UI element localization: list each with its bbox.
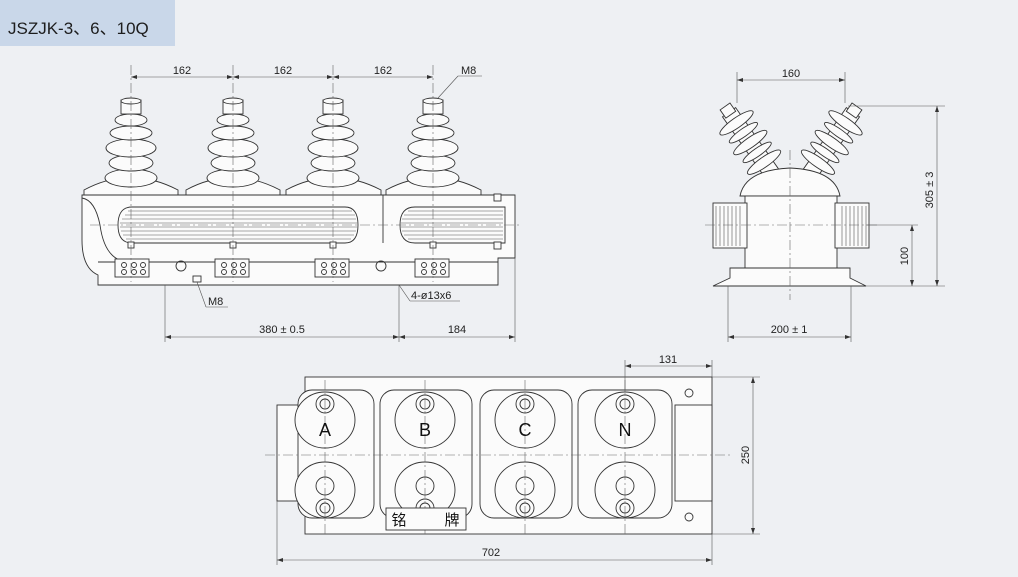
nameplate-char-1: 铭 bbox=[391, 511, 406, 529]
phase-label-n: N bbox=[619, 420, 632, 440]
dim-pitch-3: 162 bbox=[374, 65, 392, 77]
dim-base-right: 184 bbox=[448, 324, 466, 336]
top-dim-depth: 250 bbox=[740, 446, 752, 464]
title-banner: JSZJK-3、6、10Q bbox=[0, 0, 175, 46]
dim-pitch-2: 162 bbox=[274, 65, 292, 77]
top-dim-offset: 131 bbox=[659, 354, 677, 366]
front-view: 162 162 162 M8 M8 4-ø13x6 380 ± 0.5 184 bbox=[81, 65, 520, 342]
side-dim-height: 305 ± 3 bbox=[924, 172, 936, 209]
terminal-box-4 bbox=[414, 258, 450, 278]
side-dim-top: 160 bbox=[782, 68, 800, 80]
side-dim-base: 200 ± 1 bbox=[771, 324, 808, 336]
terminal-box-3 bbox=[314, 258, 350, 278]
mount-holes-label: 4-ø13x6 bbox=[411, 290, 451, 302]
terminal-box-1 bbox=[114, 258, 150, 278]
phase-label-a: A bbox=[319, 420, 331, 440]
phase-label-c: C bbox=[519, 420, 532, 440]
phase-label-b: B bbox=[419, 420, 431, 440]
side-view: 160 305 ± 3 100 200 ± 1 bbox=[705, 68, 945, 342]
side-insulator-left bbox=[719, 102, 783, 183]
front-insulator-4 bbox=[385, 97, 482, 196]
side-dim-mid: 100 bbox=[899, 247, 911, 265]
top-view: A B C N 铭 牌 131 250 702 bbox=[265, 354, 760, 565]
top-dim-length: 702 bbox=[482, 547, 500, 559]
front-insulator-3 bbox=[285, 97, 382, 196]
bolt-label-bottom: M8 bbox=[208, 296, 223, 308]
terminal-box-2 bbox=[214, 258, 250, 278]
dim-base-left: 380 ± 0.5 bbox=[259, 324, 305, 336]
drawing-title: JSZJK-3、6、10Q bbox=[8, 19, 149, 38]
nameplate-char-2: 牌 bbox=[444, 511, 459, 529]
bolt-label-top: M8 bbox=[461, 65, 476, 77]
dim-pitch-1: 162 bbox=[173, 65, 191, 77]
